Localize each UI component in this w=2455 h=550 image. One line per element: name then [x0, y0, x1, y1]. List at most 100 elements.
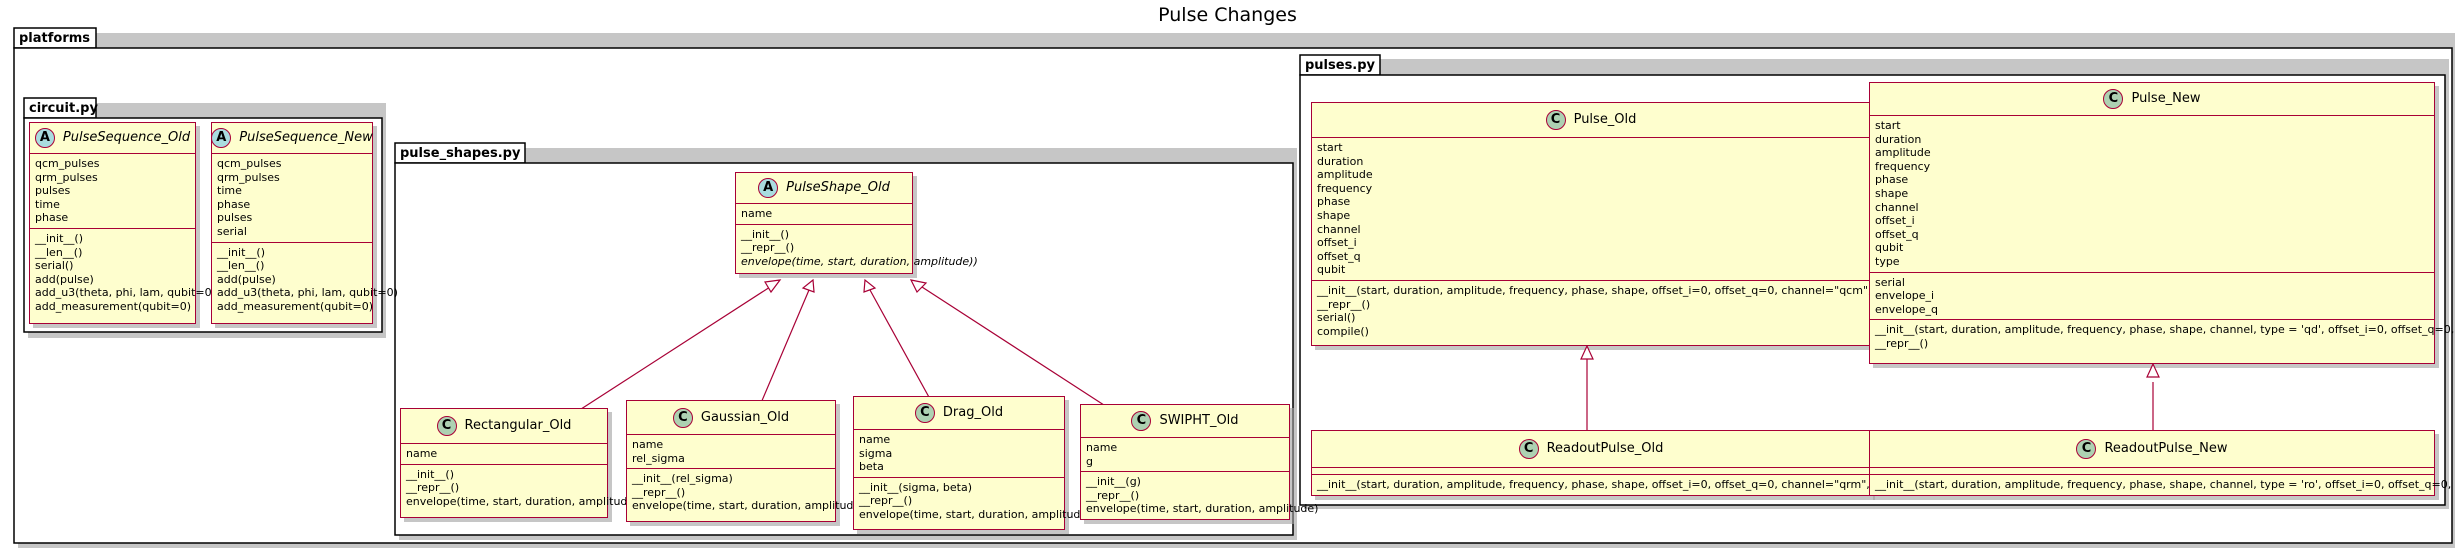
field: beta — [859, 460, 884, 474]
method: add_measurement(qubit=0) — [217, 299, 374, 313]
field: g — [1086, 454, 1093, 468]
field: channel — [1317, 222, 1361, 236]
class-drag-old: C Drag_Old name sigma beta __init__(sigm… — [853, 396, 1091, 530]
method: __init__(g) — [1086, 475, 1141, 489]
class-pulsesequence-old: A PulseSequence_Old qcm_pulses qrm_pulse… — [29, 122, 216, 324]
field: offset_i — [1875, 214, 1915, 228]
field: qcm_pulses — [217, 157, 282, 170]
class-pulse-old: C Pulse_Old start duration amplitude fre… — [1311, 102, 1928, 346]
field: qrm_pulses — [217, 170, 280, 184]
field: phase — [35, 211, 69, 225]
field: channel — [1875, 200, 1919, 214]
package-pulse-shapes-label: pulse_shapes.py — [400, 146, 521, 161]
class-name: PulseShape_Old — [786, 180, 890, 196]
field: name — [406, 447, 438, 460]
field: frequency — [1317, 181, 1373, 195]
edge-swipht-to-pulseshape — [921, 286, 1108, 408]
field: type — [1875, 254, 1900, 268]
edge-drag-to-pulseshape — [869, 289, 931, 400]
field: name — [741, 207, 773, 220]
class-rectangular-old: C Rectangular_Old name __init__() __repr… — [400, 408, 639, 518]
method: envelope(time, start, duration, amplitud… — [632, 499, 865, 513]
field: phase — [1317, 195, 1351, 209]
class-name: Drag_Old — [942, 405, 1004, 421]
class-icon: C — [2103, 89, 2124, 109]
field: amplitude — [1875, 146, 1931, 160]
method: __init__() — [217, 245, 265, 259]
inheritance-arrowheads — [764, 278, 2160, 378]
class-readoutpulse-old: C ReadoutPulse_Old __init__(start, durat… — [1311, 430, 1923, 496]
field: shape — [1317, 208, 1351, 222]
field: qubit — [1875, 241, 1904, 255]
method: __repr__() — [1086, 488, 1140, 502]
class-name: PulseSequence_Old — [62, 130, 191, 146]
method: compile() — [1317, 324, 1369, 338]
method: __init__() — [406, 467, 454, 481]
class-icon: C — [1131, 411, 1152, 431]
class-name: Pulse_New — [2131, 91, 2201, 107]
method: add_measurement(qubit=0) — [35, 299, 192, 313]
method: __len__() — [217, 259, 265, 273]
field: pulses — [35, 184, 71, 198]
abstract-class-icon: A — [34, 128, 55, 148]
class-readoutpulse-new: C ReadoutPulse_New __init__(start, durat… — [1869, 430, 2455, 496]
field: start — [1317, 141, 1343, 154]
field: time — [35, 197, 60, 211]
field: offset_i — [1317, 236, 1357, 250]
method: __init__(rel_sigma) — [632, 472, 733, 486]
arrowhead-readoutpulse-new — [2146, 362, 2160, 378]
field: phase — [1875, 173, 1909, 187]
method: envelope(time, start, duration, amplitud… — [406, 494, 639, 508]
arrowhead-readoutpulse-old — [1580, 344, 1594, 360]
class-name: ReadoutPulse_New — [2104, 441, 2228, 457]
arrowhead-rectangular — [764, 279, 782, 294]
field: name — [859, 433, 891, 446]
field: qrm_pulses — [35, 170, 98, 184]
class-swipht-old: C SWIPHT_Old name g __init__(g) __repr__… — [1080, 404, 1319, 520]
method: __repr__() — [859, 494, 913, 508]
field: envelope_q — [1875, 302, 1939, 316]
method: __init__() — [35, 231, 83, 245]
field: shape — [1875, 186, 1909, 200]
class-name: PulseSequence_New — [239, 130, 373, 146]
method: __init__(sigma, beta) — [859, 480, 973, 494]
class-pulsesequence-new: A PulseSequence_New qcm_pulses qrm_pulse… — [211, 122, 398, 324]
class-pulse-new: C Pulse_New start duration amplitude fre… — [1869, 82, 2455, 364]
class-icon: C — [2076, 439, 2097, 459]
class-icon: C — [1518, 439, 1539, 459]
package-pulses-label: pulses.py — [1305, 58, 1376, 73]
class-name: Pulse_Old — [1573, 112, 1637, 128]
method: add_u3(theta, phi, lam, qubit=0) — [217, 286, 398, 300]
method: __init__() — [741, 227, 789, 241]
field: serial — [1875, 275, 1905, 289]
field: name — [632, 438, 664, 451]
class-icon: C — [672, 407, 693, 428]
method: serial() — [35, 259, 74, 273]
method: add_u3(theta, phi, lam, qubit=0) — [35, 286, 216, 300]
abstract-class-icon: A — [211, 128, 232, 148]
field: amplitude — [1317, 168, 1373, 182]
field: sigma — [859, 446, 893, 460]
field: pulses — [217, 211, 253, 225]
field: name — [1086, 441, 1118, 454]
class-icon: C — [436, 416, 457, 436]
edge-gaussian-to-pulseshape — [760, 289, 810, 404]
method: __repr__() — [741, 241, 795, 255]
field: qcm_pulses — [35, 157, 100, 170]
method: __repr__() — [1875, 336, 1929, 350]
method: __init__(start, duration, amplitude, fre… — [1875, 478, 2455, 491]
field: frequency — [1875, 159, 1931, 173]
method: envelope(time, start, duration, amplitud… — [1086, 502, 1319, 516]
field: offset_q — [1875, 227, 1919, 241]
class-gaussian-old: C Gaussian_Old name rel_sigma __init__(r… — [626, 400, 865, 522]
field: serial — [217, 224, 247, 238]
method: __init__(start, duration, amplitude, fre… — [1317, 478, 1923, 491]
method: __repr__() — [632, 485, 686, 499]
class-name: ReadoutPulse_Old — [1546, 441, 1664, 457]
field: rel_sigma — [632, 451, 685, 465]
field: envelope_i — [1875, 289, 1935, 303]
method: __repr__() — [406, 481, 460, 495]
field: duration — [1317, 154, 1364, 168]
class-icon: C — [914, 403, 935, 423]
field: start — [1875, 119, 1901, 132]
